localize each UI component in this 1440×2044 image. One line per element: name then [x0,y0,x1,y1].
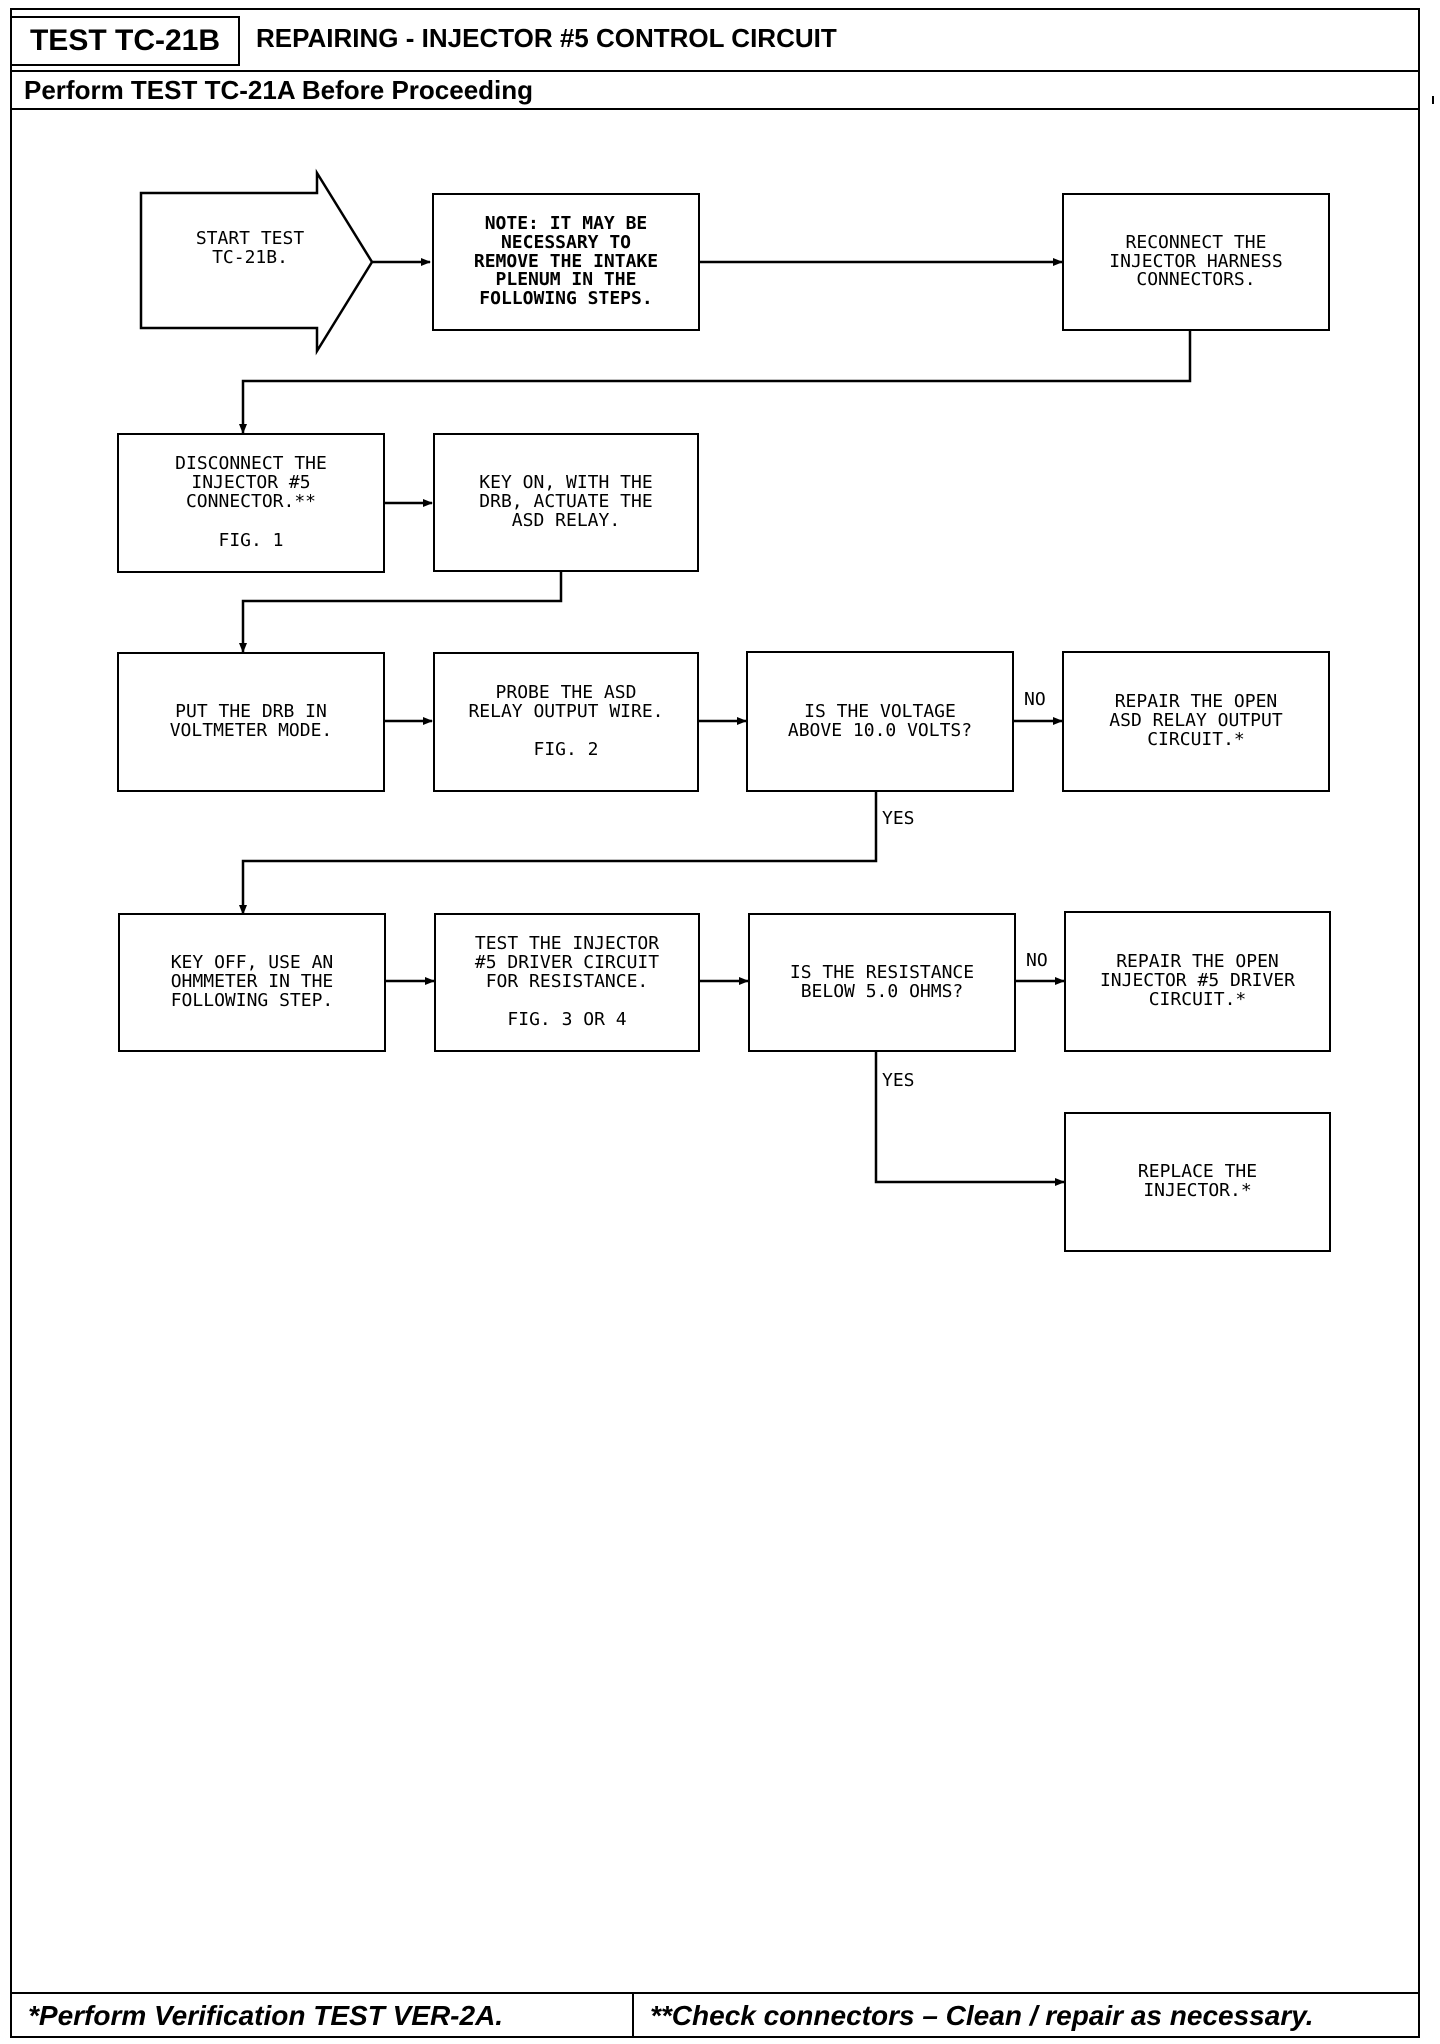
connector-keyon-putdrb [239,572,563,653]
note-text: NOTE: IT MAY BE NECESSARY TO REMOVE THE … [473,212,659,310]
key-off-text: KEY OFF, USE AN OHMMETER IN THE FOLLOWIN… [170,952,334,1011]
connector-reconnect-disconnect [239,331,1192,434]
page-title: REPAIRING - INJECTOR #5 CONTROL CIRCUIT [256,23,837,53]
no-label-voltage: NO [1024,689,1046,710]
test-injector-box: TEST THE INJECTOR #5 DRIVER CIRCUIT FOR … [434,913,700,1052]
header-divider-bottom [10,108,1420,110]
disconnect-fig: FIG. 1 [218,529,284,551]
reconnect-box: RECONNECT THE INJECTOR HARNESS CONNECTOR… [1062,193,1330,331]
header-divider [10,70,1420,72]
page-frame [10,8,1420,2038]
probe-fig: FIG. 2 [533,739,599,761]
disconnect-text: DISCONNECT THE INJECTOR #5 CONNECTOR.** [175,453,327,512]
replace-box: REPLACE THE INJECTOR.* [1064,1112,1331,1252]
connector-resistance-yes [874,1052,1065,1186]
note-box: NOTE: IT MAY BE NECESSARY TO REMOVE THE … [432,193,700,331]
key-off-box: KEY OFF, USE AN OHMMETER IN THE FOLLOWIN… [118,913,386,1052]
yes-label-voltage: YES [882,808,915,829]
no-label-resistance: NO [1026,950,1048,971]
footer-connector-note: **Check connectors – Clean / repair as n… [650,2000,1314,2031]
probe-text: PROBE THE ASD RELAY OUTPUT WIRE. [468,681,664,722]
disconnect-box: DISCONNECT THE INJECTOR #5 CONNECTOR.** … [117,433,385,573]
reconnect-text: RECONNECT THE INJECTOR HARNESS CONNECTOR… [1109,231,1283,291]
probe-box: PROBE THE ASD RELAY OUTPUT WIRE. FIG. 2 [433,652,699,792]
test-injector-fig: FIG. 3 OR 4 [507,1009,627,1031]
put-drb-box: PUT THE DRB IN VOLTMETER MODE. [117,652,385,792]
test-id: TEST TC-21B [10,16,240,66]
repair-asd-box: REPAIR THE OPEN ASD RELAY OUTPUT CIRCUIT… [1062,651,1330,792]
voltage-question-box: IS THE VOLTAGE ABOVE 10.0 VOLTS? [746,651,1014,792]
yes-label-resistance: YES [882,1070,915,1091]
start-arrow-shape [139,168,374,356]
test-injector-text: TEST THE INJECTOR #5 DRIVER CIRCUIT FOR … [474,932,660,992]
prerequisite-note: Perform TEST TC-21A Before Proceeding [24,75,534,105]
connector-voltage-yes [239,792,878,915]
replace-text: REPLACE THE INJECTOR.* [1137,1161,1258,1201]
repair-driver-text: REPAIR THE OPEN INJECTOR #5 DRIVER CIRCU… [1099,951,1296,1010]
key-on-text: KEY ON, WITH THE DRB, ACTUATE THE ASD RE… [479,472,653,531]
resistance-question-text: IS THE RESISTANCE BELOW 5.0 OHMS? [789,961,975,1002]
start-test-label: START TEST TC-21B. [195,228,305,268]
key-on-box: KEY ON, WITH THE DRB, ACTUATE THE ASD RE… [433,433,699,572]
footer-divider [10,1992,1420,1994]
footer-verification-note: *Perform Verification TEST VER-2A. [28,2000,504,2031]
voltage-question-text: IS THE VOLTAGE ABOVE 10.0 VOLTS? [787,700,973,741]
edge-mark [1432,96,1434,104]
resistance-question-box: IS THE RESISTANCE BELOW 5.0 OHMS? [748,913,1016,1052]
repair-driver-box: REPAIR THE OPEN INJECTOR #5 DRIVER CIRCU… [1064,911,1331,1052]
repair-asd-text: REPAIR THE OPEN ASD RELAY OUTPUT CIRCUIT… [1109,691,1283,750]
put-drb-text: PUT THE DRB IN VOLTMETER MODE. [169,701,333,741]
footer-separator [632,1994,634,2038]
